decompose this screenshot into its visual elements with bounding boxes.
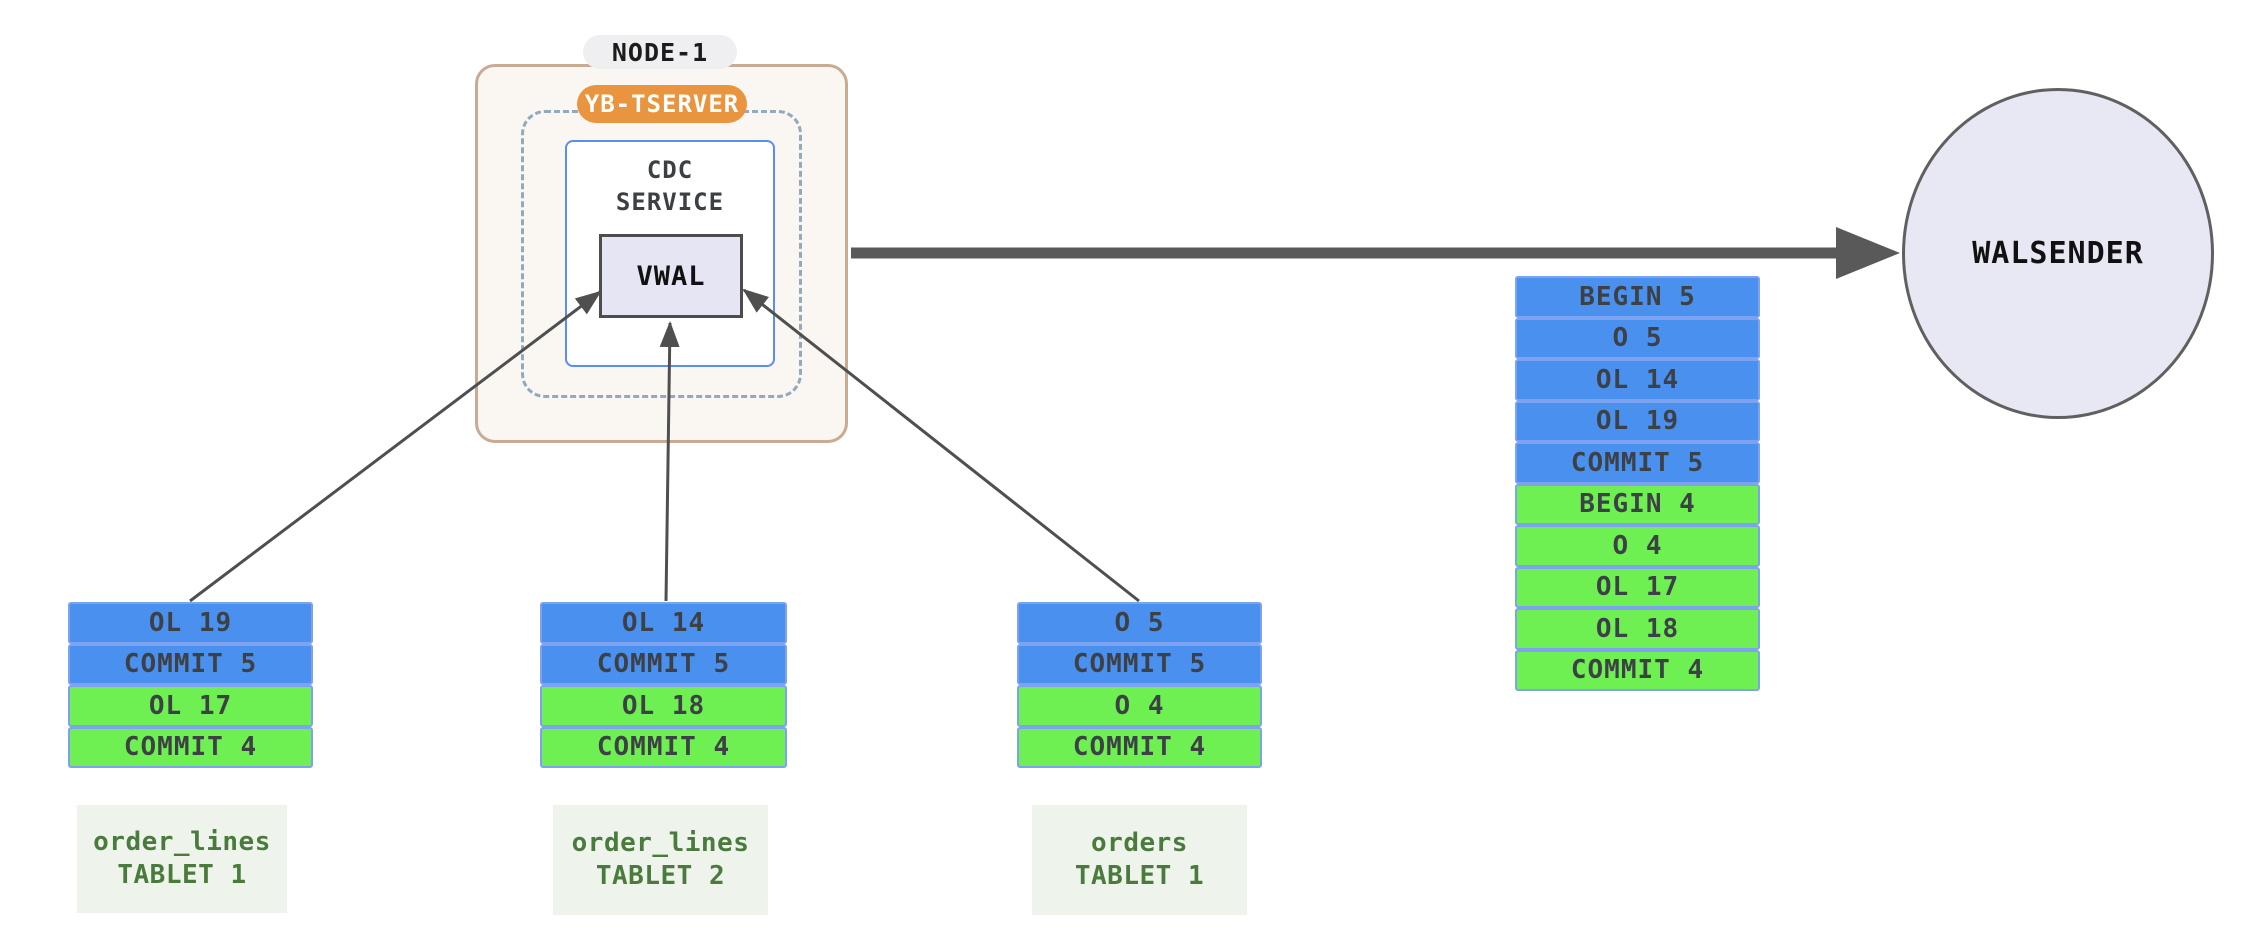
arrow-vwal-to-walsender-head-icon xyxy=(1836,227,1900,279)
tablet-name: order_lines xyxy=(571,828,750,858)
node-1-badge: NODE-1 xyxy=(583,35,737,69)
tablet-number: TABLET 1 xyxy=(117,860,247,890)
wal-record-ol-19: OL 19 xyxy=(68,602,313,644)
yb-tserver-label: YB-TSERVER xyxy=(584,90,740,118)
vwal-box: VWAL xyxy=(599,234,743,318)
wal-record-begin-4: BEGIN 4 xyxy=(1515,483,1760,525)
tablet-name: orders xyxy=(1091,828,1188,858)
wal-record-ol-18: OL 18 xyxy=(1515,608,1760,650)
walsender-label: WALSENDER xyxy=(1972,236,2144,271)
tablet-label-order-lines-2: order_lines TABLET 2 xyxy=(553,805,768,915)
wal-record-ol-14: OL 14 xyxy=(1515,359,1760,401)
node-1-label: NODE-1 xyxy=(611,37,709,67)
wal-record-commit-4: COMMIT 4 xyxy=(540,726,787,768)
cdc-service-label-line1: CDC xyxy=(646,156,694,184)
yb-tserver-badge: YB-TSERVER xyxy=(577,85,747,123)
cdc-service-label-line2: SERVICE xyxy=(615,188,725,216)
wal-record-ol-19: OL 19 xyxy=(1515,400,1760,442)
wal-record-commit-5: COMMIT 5 xyxy=(68,643,313,685)
tablet-label-order-lines-1: order_lines TABLET 1 xyxy=(77,805,287,913)
wal-record-o-4: O 4 xyxy=(1515,525,1760,567)
tablet-name: order_lines xyxy=(93,827,271,857)
vwal-label: VWAL xyxy=(636,260,706,292)
tablet-number: TABLET 1 xyxy=(1074,861,1205,891)
tablet-label-orders-1: orders TABLET 1 xyxy=(1032,805,1247,915)
wal-record-commit-5: COMMIT 5 xyxy=(1017,643,1262,685)
wal-record-ol-18: OL 18 xyxy=(540,685,787,727)
wal-record-commit-4: COMMIT 4 xyxy=(1017,726,1262,768)
wal-record-o-4: O 4 xyxy=(1017,685,1262,727)
wal-record-ol-14: OL 14 xyxy=(540,602,787,644)
wal-record-commit-5: COMMIT 5 xyxy=(540,643,787,685)
wal-record-o-5: O 5 xyxy=(1017,602,1262,644)
wal-record-commit-4: COMMIT 4 xyxy=(68,726,313,768)
tablet-number: TABLET 2 xyxy=(595,861,726,891)
wal-record-commit-4: COMMIT 4 xyxy=(1515,649,1760,691)
walsender-circle: WALSENDER xyxy=(1902,88,2214,419)
wal-record-ol-17: OL 17 xyxy=(1515,566,1760,608)
wal-record-o-5: O 5 xyxy=(1515,317,1760,359)
wal-record-begin-5: BEGIN 5 xyxy=(1515,276,1760,318)
wal-record-ol-17: OL 17 xyxy=(68,685,313,727)
wal-record-commit-5: COMMIT 5 xyxy=(1515,442,1760,484)
